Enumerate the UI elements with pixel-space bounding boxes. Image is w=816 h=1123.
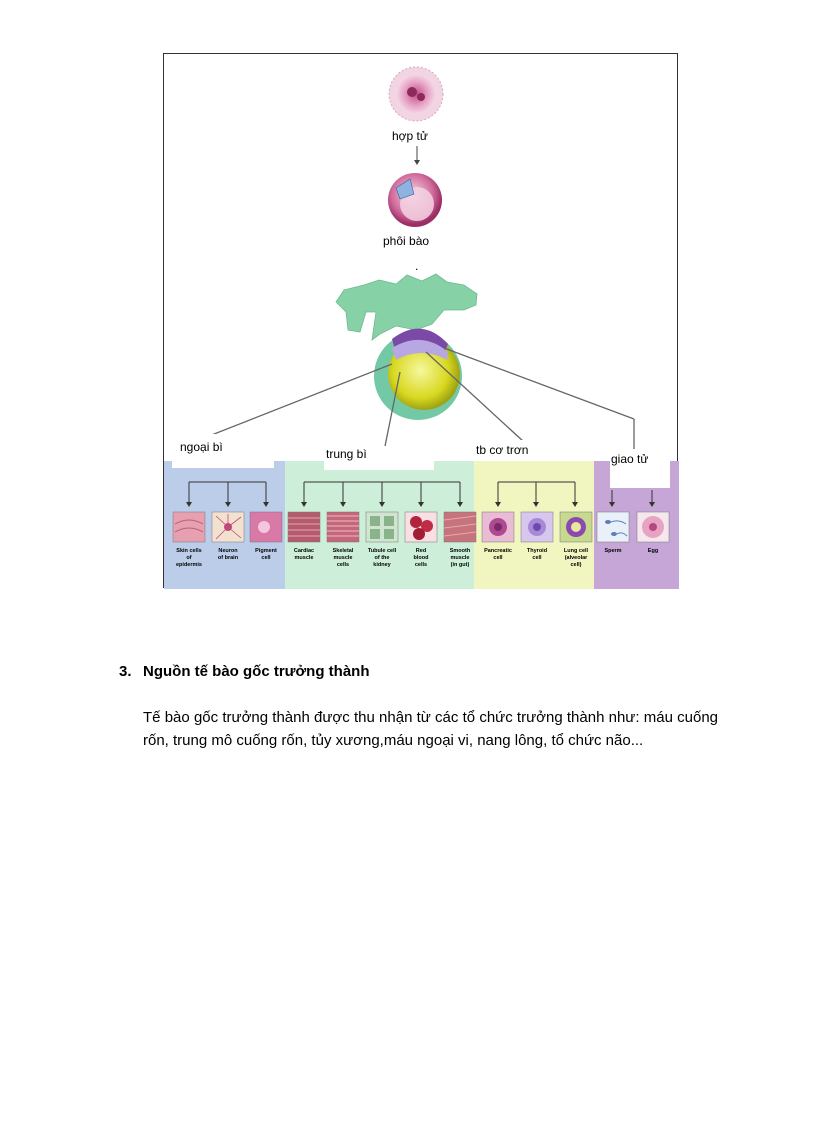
ectoderm-label: ngoại bì [180,440,223,454]
blastocyst-cell [388,173,442,227]
cell-caption: cells [337,562,349,568]
cell-caption: kidney [373,562,391,568]
cell-caption: cell) [570,562,581,568]
cell-caption: (alveolar [565,555,588,561]
cell-caption: (in gut) [451,562,470,568]
skin-cell-image [172,511,206,543]
blastocyst-label: phôi bào [383,234,429,248]
cell-caption: Neuron [218,548,238,554]
cell-caption: muscle [334,555,353,561]
section-title: Nguồn tế bào gốc trưởng thành [143,663,370,680]
cell-caption: Sperm [604,548,621,554]
cell-caption: cell [493,555,503,561]
cell-caption: cell [532,555,542,561]
cell-caption: Pigment [255,548,277,554]
line-germ [443,347,635,420]
sperm-image [596,511,630,543]
cell-caption: Tubule cell [368,548,397,554]
cell-caption: of brain [218,555,239,561]
germ-label: giao tử [611,452,648,466]
cell-caption: muscle [451,555,470,561]
gastrula-embryo [335,273,478,420]
skeletal-muscle-image [326,511,360,543]
cell-caption: Skeletal [333,548,354,554]
cell-caption: muscle [295,555,314,561]
cell-caption: Skin cells [176,548,201,554]
embryo-differentiation-figure: hợp tử phôi bào . ngoại bì trung bì tb c… [163,53,679,589]
zygote-cell [388,66,444,122]
line-endoderm [425,351,525,443]
pigment-cell-image [249,511,283,543]
cell-caption: blood [414,555,429,561]
cell-caption: of the [375,555,390,561]
cell-caption: Red [416,548,426,554]
cell-caption: Thyroid [527,548,547,554]
svg-text:.: . [415,259,418,273]
cardiac-muscle-image [287,511,321,543]
figure-svg: hợp tử phôi bào . ngoại bì trung bì tb c… [164,66,679,589]
cell-caption: Egg [648,548,658,554]
section-heading: 3. Nguồn tế bào gốc trưởng thành [119,663,370,680]
pancreatic-cell-image [481,511,515,543]
cell-caption: Smooth [450,548,471,554]
cell-caption: Pancreatic [484,548,512,554]
cell-caption: cells [415,562,427,568]
cell-caption: of [186,555,191,561]
cell-caption: epidermis [176,562,202,568]
cell-caption: Lung cell [564,548,589,554]
zygote-label: hợp tử [392,129,428,143]
cell-caption: Cardiac [294,548,314,554]
body-paragraph: Tế bào gốc trưởng thành được thu nhận từ… [143,709,718,749]
endoderm-label: tb cơ trơn [476,443,528,457]
cell-caption: cell [261,555,271,561]
mesoderm-label: trung bì [326,447,367,461]
section-number: 3. [119,663,132,680]
